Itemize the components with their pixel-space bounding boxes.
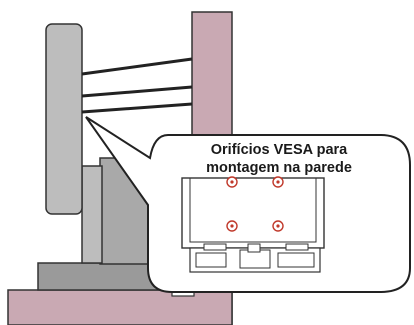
vesa-screw-hole-icon bbox=[226, 220, 238, 232]
safety-strap-middle bbox=[81, 85, 193, 98]
vesa-screw-hole-icon bbox=[272, 220, 284, 232]
monitor-rear-outline bbox=[181, 177, 325, 249]
floor-surface bbox=[7, 289, 233, 325]
connector-port-right bbox=[277, 252, 315, 268]
connector-port-center-top bbox=[247, 243, 261, 253]
connector-port-left bbox=[195, 252, 227, 268]
vesa-screw-hole-icon bbox=[226, 176, 238, 188]
safety-strap-lower bbox=[81, 102, 193, 114]
stand-neck-front bbox=[81, 165, 103, 264]
monitor-rear-view bbox=[181, 176, 325, 273]
vesa-screw-hole-icon bbox=[272, 176, 284, 188]
callout-title-line1: Orifícios VESA para bbox=[211, 142, 348, 158]
monitor-panel bbox=[45, 23, 83, 215]
monitor-rear-inner bbox=[189, 177, 317, 243]
safety-strap-upper bbox=[81, 57, 193, 76]
connector-port-right-top bbox=[285, 243, 309, 251]
callout-title-line2: montagem na parede bbox=[206, 160, 352, 176]
connector-port-left-small bbox=[203, 243, 227, 251]
